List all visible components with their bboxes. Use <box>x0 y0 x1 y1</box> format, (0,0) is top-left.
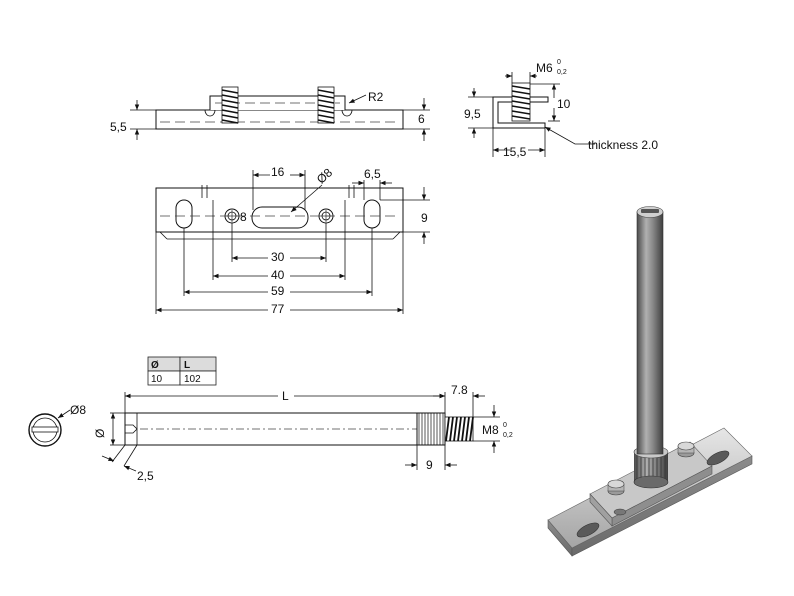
pin-thread <box>444 416 474 442</box>
dim-ext <box>123 444 138 467</box>
m6-tol-bottom: 0,2 <box>557 69 567 76</box>
dim-l-label: L <box>282 389 289 403</box>
m6-tol-top: 0 <box>557 59 561 66</box>
end-screw <box>511 82 531 122</box>
pin-table: Ø L 10 102 <box>147 356 217 386</box>
dim-40-label: 40 <box>271 268 285 282</box>
pin-end-leader <box>57 409 71 419</box>
side-screw-right <box>317 86 335 124</box>
dim-9-pin-label: 9 <box>426 458 433 472</box>
dim-ext <box>111 444 126 463</box>
dia8-leader <box>290 184 323 213</box>
dim-59-label: 59 <box>271 284 285 298</box>
dim-77-label: 77 <box>271 302 285 316</box>
dim-7-8-label: 7.8 <box>451 383 468 397</box>
isometric-illustration <box>547 206 753 557</box>
plan-view: 16 Ø8 6,5 8 9 30 40 59 <box>155 165 430 316</box>
r2-leader <box>348 94 367 104</box>
end-profile <box>492 96 549 129</box>
thickness-label: thickness 2.0 <box>588 138 658 152</box>
iso-pin-rod <box>636 206 664 455</box>
r2-notch-left <box>204 109 216 117</box>
iso-pin-slot <box>641 209 659 213</box>
dia8-label: Ø8 <box>314 165 336 186</box>
table-header-len: L <box>184 360 190 371</box>
dim-dia-label: Ø <box>93 429 107 438</box>
dim-10-label: 10 <box>557 97 571 111</box>
dim-arrow <box>101 455 115 462</box>
side-plate <box>155 109 404 130</box>
pin-slot <box>125 424 138 434</box>
thickness-leader <box>544 126 595 145</box>
m8-tol-bottom: 0,2 <box>503 432 513 439</box>
r2-notch-right <box>341 109 353 117</box>
table-header-dia: Ø <box>151 360 159 371</box>
dim-2-5-label: 2,5 <box>137 469 154 483</box>
pin-end-view <box>28 413 62 447</box>
side-screw-left <box>221 86 239 124</box>
chamfer <box>392 231 401 240</box>
end-view: M6 0 0,2 10 9,5 15,5 thickness 2.0 <box>464 59 658 159</box>
slot-right <box>363 199 381 229</box>
dim-8-label: 8 <box>240 210 247 224</box>
table-value-dia: 10 <box>151 374 163 385</box>
chamfer <box>159 231 168 240</box>
r2-label: R2 <box>368 90 384 104</box>
dim-arrow <box>123 465 137 472</box>
pin-view: Ø8 L 7.8 Ø <box>28 383 513 483</box>
pin-end-dia-label: Ø8 <box>70 403 86 417</box>
side-view: R2 5,5 6 <box>110 86 430 141</box>
iso-bracket-side <box>589 493 613 527</box>
dim-6-5-label: 6,5 <box>364 167 381 181</box>
dim-9-5-label: 9,5 <box>464 107 481 121</box>
m6-label: M6 <box>536 61 553 75</box>
dim-5-5-label: 5,5 <box>110 120 127 134</box>
iso-screw-left <box>607 479 627 516</box>
dim-16-label: 16 <box>271 165 285 179</box>
slot-left <box>175 199 193 229</box>
slot-center <box>251 206 309 229</box>
iso-slot-front <box>576 522 600 538</box>
m8-tol-top: 0 <box>503 422 507 429</box>
dim-9-label: 9 <box>421 211 428 225</box>
table-cell <box>179 370 217 386</box>
iso-slot-back <box>706 450 730 466</box>
table-value-len: 102 <box>184 374 201 385</box>
iso-screw-right <box>677 441 695 458</box>
dim-15-5-label: 15,5 <box>503 145 527 159</box>
pin-knurl <box>416 412 446 446</box>
dim-6-label: 6 <box>418 112 425 126</box>
dim-30-label: 30 <box>271 250 285 264</box>
m8-label: M8 <box>482 423 499 437</box>
